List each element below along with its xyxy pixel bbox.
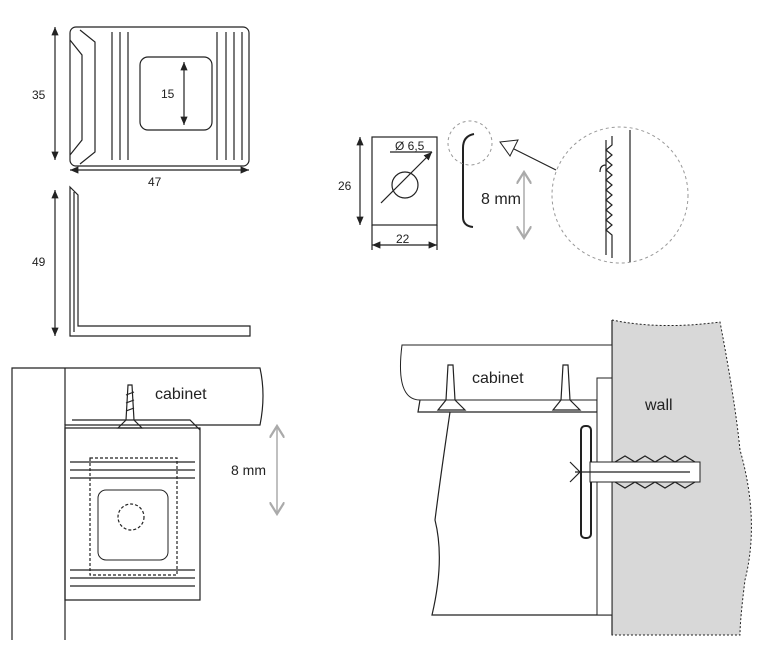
dim-front-height: 35 <box>32 88 46 102</box>
adjust-label-top: 8 mm <box>481 191 521 208</box>
installed-section-view: wall cabinet <box>399 319 752 636</box>
bracket-side-view: 49 <box>32 185 251 337</box>
bracket-front-view: 35 15 47 <box>32 26 250 189</box>
clip-profile: 8 mm <box>447 120 689 264</box>
cabinet-label-right: cabinet <box>472 370 524 387</box>
plate-view: 26 22 Ø 6,5 <box>338 136 438 250</box>
dim-side-height: 49 <box>32 255 46 269</box>
dim-front-width: 47 <box>148 175 162 189</box>
installed-front-view: cabinet 8 mm <box>11 367 277 640</box>
dim-hole-diameter: Ø 6,5 <box>395 139 425 153</box>
adjust-label-bottom: 8 mm <box>231 462 266 478</box>
dim-plate-width: 22 <box>396 232 410 246</box>
dim-window-height: 15 <box>161 87 175 101</box>
wall-label: wall <box>644 397 673 414</box>
cabinet-label-left: cabinet <box>155 386 207 403</box>
dim-plate-height: 26 <box>338 179 352 193</box>
